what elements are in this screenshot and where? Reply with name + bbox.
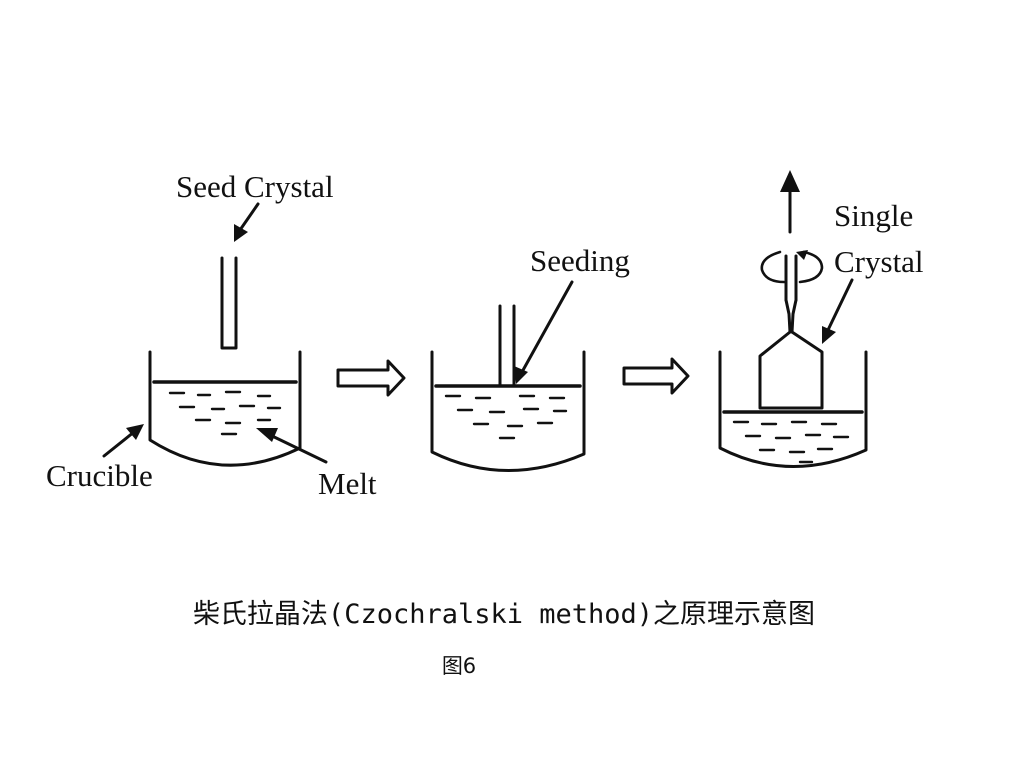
crucible-2 <box>430 350 586 472</box>
grown-crystal <box>758 330 824 410</box>
arrow-crucible <box>102 424 144 458</box>
seed-rod <box>220 256 238 350</box>
figure-caption: 柴氏拉晶法(Czochralski method)之原理示意图 <box>192 599 816 630</box>
stage-3: Single Crystal <box>718 170 924 468</box>
arrow-single-crystal <box>822 278 854 344</box>
stage-1: Seed Crystal Crucible <box>46 169 377 501</box>
melt-dashes-1 <box>168 390 282 436</box>
process-arrow-2 <box>622 357 690 395</box>
process-arrow-1 <box>336 359 406 397</box>
crucible-3 <box>718 350 868 468</box>
stage-2: Seeding <box>430 243 630 472</box>
arrow-seeding <box>514 280 574 384</box>
label-seeding: Seeding <box>530 243 630 278</box>
label-crystal: Crystal <box>834 244 924 279</box>
label-melt: Melt <box>318 466 377 501</box>
melt-dashes-3 <box>732 420 850 464</box>
rotation-icon <box>760 250 824 284</box>
seed-neck <box>784 298 798 334</box>
pull-up-arrow <box>780 170 800 234</box>
label-crucible: Crucible <box>46 458 153 493</box>
label-single: Single <box>834 198 913 233</box>
figure-number: 图6 <box>441 654 477 678</box>
arrow-seed-crystal <box>234 202 260 242</box>
label-seed-crystal: Seed Crystal <box>176 169 334 204</box>
melt-dashes-2 <box>444 394 568 440</box>
arrow-melt <box>256 428 328 464</box>
crucible-1 <box>148 350 302 467</box>
